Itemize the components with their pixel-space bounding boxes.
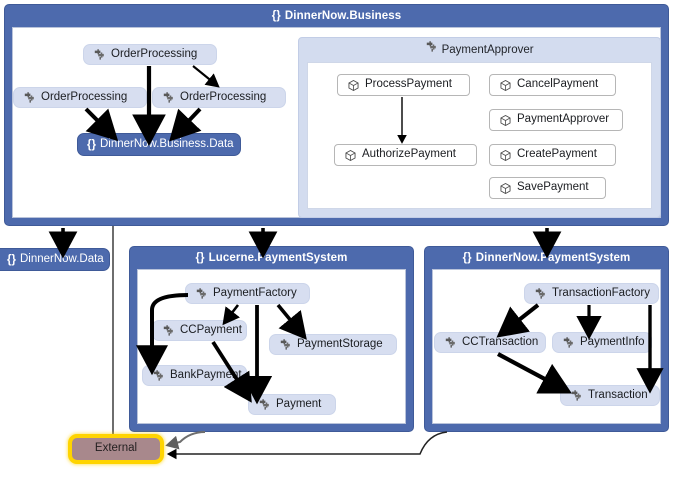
class-puzzle-icon: [425, 41, 441, 56]
group-title-text: DinnerNow.Business: [284, 10, 402, 22]
group-title-dinnernow-paymentsystem: {}DinnerNow.PaymentSystem: [425, 247, 668, 269]
node-savepayment[interactable]: SavePayment: [489, 177, 606, 199]
node-authorizepayment[interactable]: AuthorizePayment: [334, 144, 477, 166]
braces-icon: {}: [462, 252, 472, 264]
node-label: DinnerNow.Data: [19, 252, 104, 265]
class-puzzle-icon: [534, 287, 547, 300]
node-payment[interactable]: Payment: [248, 394, 336, 415]
node-label: DinnerNow.Business.Data: [99, 137, 234, 150]
node-label: PaymentFactory: [213, 286, 297, 299]
edge-lucerne-to-external: [165, 431, 206, 450]
node-processpayment[interactable]: ProcessPayment: [337, 74, 470, 96]
node-paymentapprover-method[interactable]: PaymentApprover: [489, 109, 623, 131]
cube-method-icon: [499, 182, 512, 195]
node-label: CancelPayment: [517, 78, 599, 91]
class-puzzle-icon: [562, 336, 575, 349]
class-puzzle-icon: [152, 369, 165, 382]
node-label: PaymentStorage: [297, 337, 383, 350]
node-label: SavePayment: [517, 181, 589, 194]
subgroup-title-payment-approver: PaymentApprover: [299, 38, 660, 62]
cube-method-icon: [499, 149, 512, 162]
braces-icon: {}: [271, 10, 281, 22]
node-label: OrderProcessing: [41, 90, 128, 103]
node-label: OrderProcessing: [111, 47, 198, 60]
node-label: CCPayment: [180, 323, 242, 336]
node-cancelpayment[interactable]: CancelPayment: [489, 74, 616, 96]
class-puzzle-icon: [162, 91, 175, 104]
cube-method-icon: [344, 149, 357, 162]
class-puzzle-icon: [195, 287, 208, 300]
node-dinnernow-data[interactable]: {} DinnerNow.Data: [0, 248, 110, 271]
cube-method-icon: [347, 79, 360, 92]
class-puzzle-icon: [258, 398, 271, 411]
node-cctransaction[interactable]: CCTransaction: [434, 332, 546, 353]
node-external[interactable]: External: [68, 434, 164, 464]
node-orderprocessing-top[interactable]: OrderProcessing: [83, 44, 217, 65]
node-paymentinfo[interactable]: PaymentInfo: [552, 332, 652, 353]
group-title-text: DinnerNow.PaymentSystem: [475, 252, 631, 264]
node-orderprocessing-right[interactable]: OrderProcessing: [152, 87, 286, 108]
braces-icon: {}: [7, 253, 16, 266]
node-label: ProcessPayment: [365, 78, 452, 91]
cube-method-icon: [499, 114, 512, 127]
node-transaction[interactable]: Transaction: [560, 385, 660, 406]
node-label: CreatePayment: [517, 148, 597, 161]
node-label: BankPayment: [170, 368, 242, 381]
class-puzzle-icon: [93, 48, 106, 61]
node-label: Payment: [276, 397, 322, 410]
class-puzzle-icon: [279, 338, 292, 351]
node-label: PaymentInfo: [580, 335, 645, 348]
node-dinnernow-business-data[interactable]: {} DinnerNow.Business.Data: [77, 133, 241, 156]
group-title-lucerne-paymentsystem: {}Lucerne.PaymentSystem: [130, 247, 413, 269]
class-puzzle-icon: [444, 336, 457, 349]
class-puzzle-icon: [162, 324, 175, 337]
node-label: TransactionFactory: [552, 286, 650, 299]
node-ccpayment[interactable]: CCPayment: [152, 320, 247, 341]
class-puzzle-icon: [570, 389, 583, 402]
node-bankpayment[interactable]: BankPayment: [142, 365, 247, 386]
edge-dinnernow-paymentsystem-to-external: [166, 431, 448, 460]
subgroup-title-text: PaymentApprover: [441, 44, 534, 56]
node-label: PaymentApprover: [517, 113, 610, 126]
class-puzzle-icon: [23, 91, 36, 104]
node-label: OrderProcessing: [180, 90, 267, 103]
group-title-dinnernow-business: {}DinnerNow.Business: [5, 5, 668, 27]
group-title-text: Lucerne.PaymentSystem: [208, 252, 348, 264]
node-label: AuthorizePayment: [362, 148, 456, 161]
node-paymentstorage[interactable]: PaymentStorage: [269, 334, 397, 355]
node-paymentfactory[interactable]: PaymentFactory: [185, 283, 310, 304]
node-transactionfactory[interactable]: TransactionFactory: [524, 283, 659, 304]
node-orderprocessing-left[interactable]: OrderProcessing: [13, 87, 147, 108]
node-label: CCTransaction: [462, 335, 539, 348]
cube-method-icon: [499, 79, 512, 92]
node-createpayment[interactable]: CreatePayment: [489, 144, 616, 166]
braces-icon: {}: [195, 252, 205, 264]
node-label: External: [94, 442, 138, 455]
braces-icon: {}: [87, 138, 96, 151]
node-label: Transaction: [588, 388, 648, 401]
